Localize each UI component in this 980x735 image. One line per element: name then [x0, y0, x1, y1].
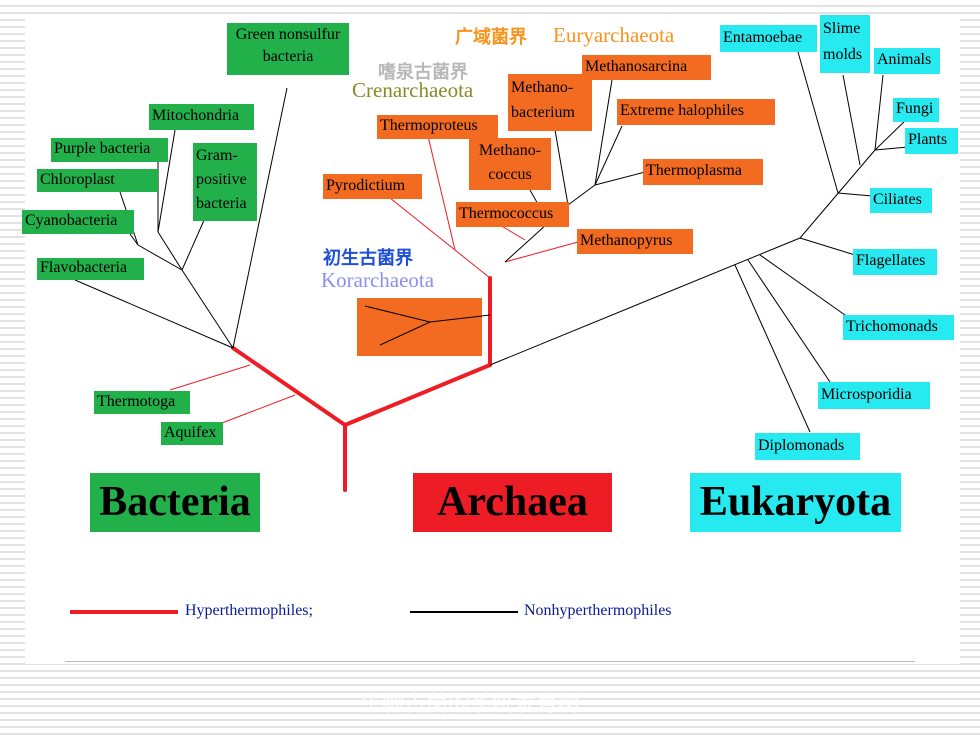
branch-thermoplasma	[594, 171, 646, 186]
branch-mitochondria	[157, 129, 176, 233]
label-thermoproteus: Thermoproteus	[377, 115, 498, 139]
branch-microsporidia	[747, 259, 831, 383]
branch-cyanobacteria	[129, 233, 139, 246]
korarchaeota-box-lines	[364, 305, 482, 346]
crenarchaeota-cn-label: 嗜泉古菌界	[378, 62, 468, 83]
label-aquifex: Aquifex	[161, 422, 223, 445]
branch-methanobacterium	[554, 129, 569, 206]
label-animals: Animals	[874, 48, 940, 74]
branch-slime-molds	[842, 74, 861, 166]
branch-flavobacteria	[74, 279, 234, 349]
label-thermotoga: Thermotoga	[94, 391, 190, 414]
branch-gram-positive	[181, 217, 206, 271]
crenarchaeota-label: Crenarchaeota	[352, 78, 474, 102]
branch-flagellates	[799, 237, 856, 256]
label-methanosarcina: Methanosarcina	[582, 55, 711, 80]
label-thermoplasma: Thermoplasma	[643, 159, 763, 185]
branch-cyano-node	[137, 244, 183, 271]
branch-eury-node	[567, 184, 596, 206]
legend-hyper-label: Hyperthermophiles;	[185, 602, 313, 619]
branch-thermoproteus	[427, 135, 456, 251]
label-cyanobacteria: Cyanobacteria	[22, 210, 134, 234]
branch-thermotoga	[169, 364, 251, 391]
label-ciliates: Ciliates	[870, 188, 932, 213]
label-pyrodictium: Pyrodictium	[323, 174, 422, 199]
euryarchaeota-label: Euryarchaeota	[553, 23, 675, 47]
branch-fungi	[874, 117, 909, 151]
label-extreme-halophiles: Extreme halophiles	[617, 99, 775, 125]
label-methanopyrus: Methanopyrus	[577, 229, 693, 254]
branch-animals	[874, 74, 884, 151]
label-trichomonads: Trichomonads	[843, 315, 954, 340]
label-entamoebae: Entamoebae	[720, 25, 817, 52]
domain-archaea-box: Archaea	[413, 473, 612, 532]
legend-nonhyper-label: Nonhyperthermophiles	[524, 602, 672, 619]
branch-proteo	[157, 231, 183, 271]
label-microsporidia: Microsporidia	[818, 382, 930, 409]
branch-halophiles	[594, 125, 623, 186]
korarchaeota-label: Korarchaeota	[321, 268, 435, 292]
label-purple-bacteria: Purple bacteria	[51, 138, 168, 162]
branch-cren-stem	[454, 249, 491, 279]
branch-euk-trunk	[489, 237, 801, 366]
branch-aquifex	[221, 394, 296, 424]
branch-thermococcus	[499, 224, 526, 241]
footer-divider	[65, 661, 915, 662]
korarchaeota-cn-label: 初生古菌界	[323, 248, 413, 269]
branch-methanosarcina	[594, 79, 613, 186]
domain-bacteria-box: Bacteria	[90, 473, 260, 532]
euryarchaeota-cn-label: 广域菌界	[455, 27, 527, 48]
label-plants: Plants	[905, 128, 958, 154]
label-methanococcus: Methano-coccus	[469, 138, 551, 190]
label-diplomonads: Diplomonads	[755, 433, 860, 460]
label-flavobacteria: Flavobacteria	[37, 258, 144, 280]
branch-entamoebae	[797, 51, 839, 194]
branch-green-nonsulfur	[232, 87, 288, 349]
label-chloroplast: Chloroplast	[37, 169, 158, 192]
domain-eukaryota-box: Eukaryota	[690, 473, 901, 532]
bacteria-trunk	[231, 346, 347, 427]
label-methanobacterium: Methano-bacterium	[508, 74, 592, 131]
branch-methanopyrus	[504, 241, 579, 263]
label-thermococcus: Thermococcus	[456, 202, 569, 227]
branch-bacteria-main	[181, 269, 234, 349]
branch-pyrodictium	[389, 197, 456, 251]
branch-plants	[874, 146, 909, 151]
archaea-trunk	[343, 363, 492, 427]
branch-trichomonads	[759, 254, 853, 321]
label-fungi: Fungi	[893, 98, 939, 122]
branch-euk-crown	[799, 149, 876, 239]
branch-ciliates	[837, 192, 873, 197]
label-mitochondria: Mitochondria	[149, 104, 254, 130]
label-flagellates: Flagellates	[853, 249, 937, 275]
footer-caption: 生物古菌的系统发育树	[360, 692, 581, 717]
branch-diplomonads	[734, 264, 811, 433]
